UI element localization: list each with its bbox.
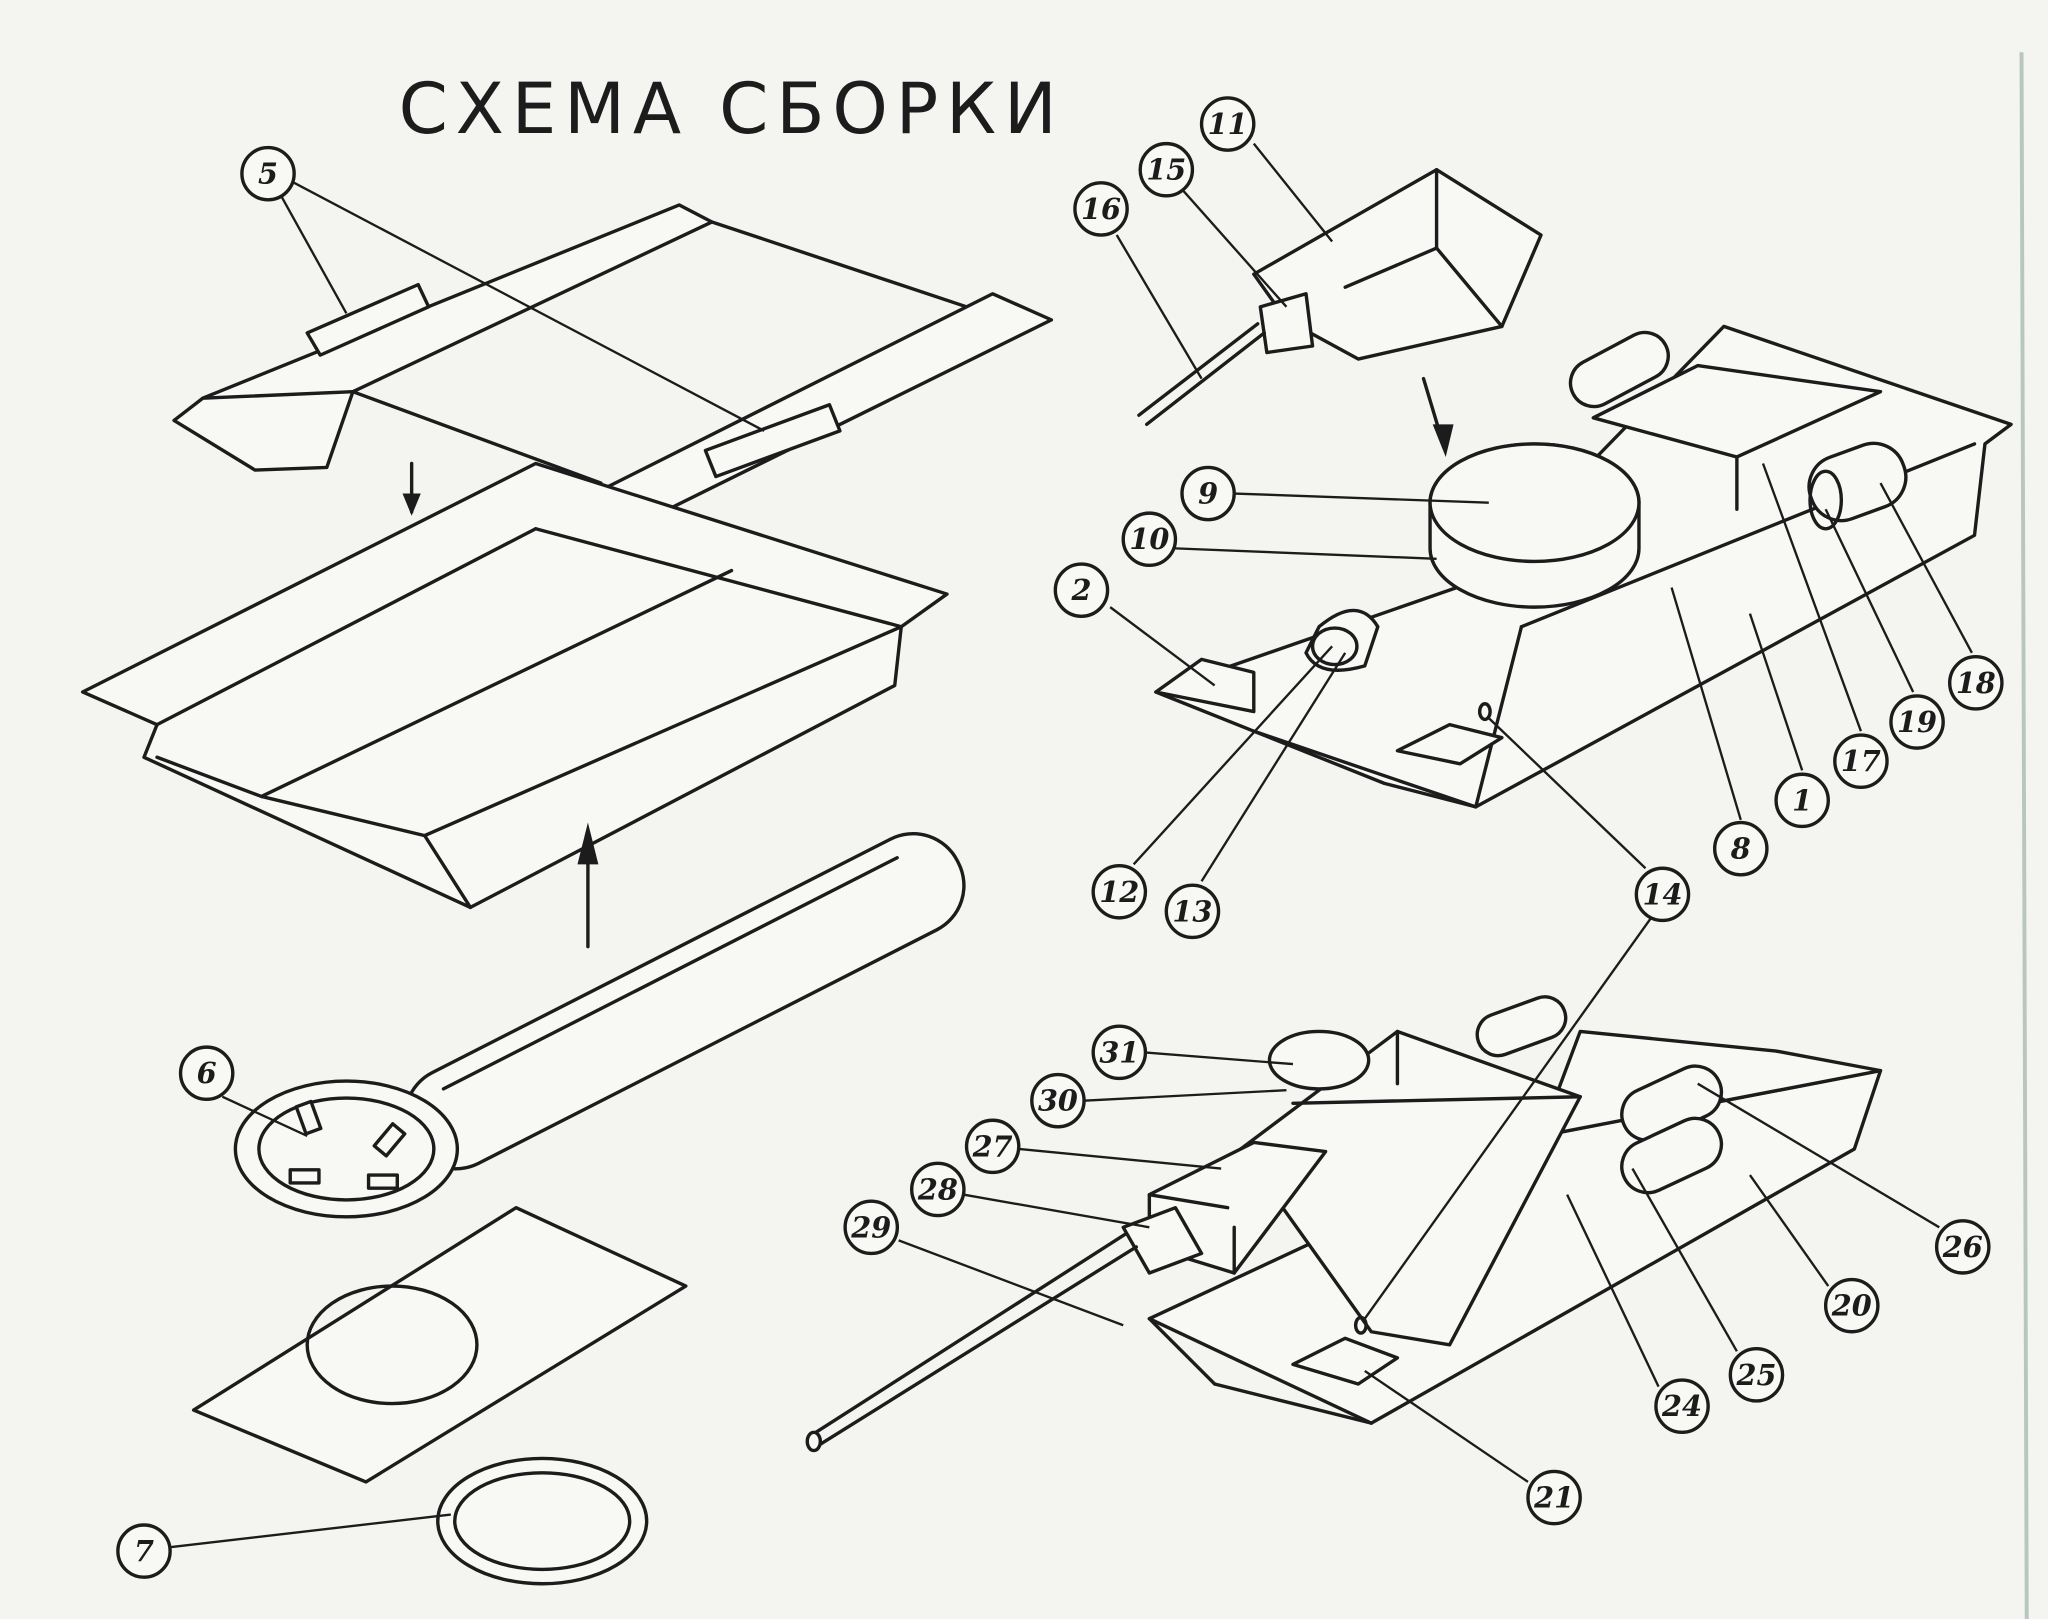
svg-text:10: 10 [1129,522,1169,556]
callout-28: 28 [910,1161,966,1218]
callout-16: 16 [1073,181,1129,237]
svg-text:2: 2 [1070,573,1091,607]
callouts: 5 11 15 16 9 10 2 12 13 14 8 1 17 19 18 … [116,96,2004,1579]
part-7-ring [169,1456,649,1586]
svg-text:30: 30 [1038,1084,1078,1118]
callout-19: 19 [1889,694,1945,750]
svg-text:1: 1 [1792,783,1812,817]
svg-text:26: 26 [1942,1230,1983,1264]
callout-31: 31 [1091,1024,1148,1081]
svg-text:11: 11 [1208,107,1248,141]
callout-14: 14 [1634,866,1691,923]
part-5-block-left [305,282,431,357]
diagram-title: СХЕМА СБОРКИ [399,68,1065,150]
svg-text:9: 9 [1198,477,1218,511]
svg-text:19: 19 [1897,705,1937,739]
callout-20: 20 [1823,1277,1880,1334]
svg-text:16: 16 [1081,192,1121,226]
part-6-ring [221,1079,460,1219]
callout-6: 6 [178,1045,235,1102]
callout-24: 24 [1654,1378,1710,1434]
callout-13: 13 [1164,883,1221,940]
callout-11: 11 [1199,96,1256,152]
callout-10: 10 [1121,511,1178,568]
svg-text:27: 27 [972,1129,1013,1163]
callout-27: 27 [964,1118,1021,1175]
callout-7: 7 [116,1523,172,1579]
callout-17: 17 [1833,733,1889,790]
leader-lines-top [1109,142,1973,882]
callout-8: 8 [1712,820,1769,877]
callout-5: 5 [240,145,296,202]
svg-text:5: 5 [258,157,278,191]
svg-text:6: 6 [197,1056,217,1090]
callout-12: 12 [1091,863,1148,920]
svg-text:24: 24 [1661,1389,1702,1423]
svg-text:15: 15 [1146,153,1186,187]
base-plate-part [191,1206,688,1484]
arrow-up-icon [577,822,599,949]
callout-29: 29 [843,1199,900,1256]
svg-text:8: 8 [1730,832,1751,866]
callout-25: 25 [1728,1347,1785,1403]
svg-text:18: 18 [1956,666,1996,700]
leader-lines-bottom [898,915,1940,1483]
svg-text:7: 7 [134,1534,154,1568]
svg-text:21: 21 [1533,1481,1574,1515]
upper-hull-part [172,181,1054,587]
part-5-block-right [703,403,842,479]
callout-2: 2 [1053,562,1110,618]
svg-text:29: 29 [850,1210,891,1244]
callout-30: 30 [1030,1072,1086,1129]
svg-text:12: 12 [1099,875,1139,909]
track-part [403,831,966,1171]
tank-assembly-bottom [805,995,1883,1453]
callout-1: 1 [1774,772,1830,829]
svg-text:14: 14 [1642,877,1682,911]
arrow-down-icon [402,461,421,516]
svg-text:28: 28 [917,1172,958,1206]
arrow-down-icon [1432,424,1454,457]
callout-21: 21 [1526,1469,1582,1526]
svg-text:20: 20 [1831,1289,1872,1323]
tank-assembly-top [1137,168,2013,809]
svg-text:25: 25 [1735,1358,1776,1392]
lower-hull-part [80,461,949,910]
callout-15: 15 [1138,141,1195,198]
svg-text:31: 31 [1099,1035,1139,1069]
svg-text:13: 13 [1172,894,1212,928]
svg-text:17: 17 [1841,744,1881,778]
callout-18: 18 [1948,655,2004,711]
callout-26: 26 [1934,1219,1991,1275]
callout-9: 9 [1180,465,1236,522]
paper-edge [2019,52,2029,1619]
